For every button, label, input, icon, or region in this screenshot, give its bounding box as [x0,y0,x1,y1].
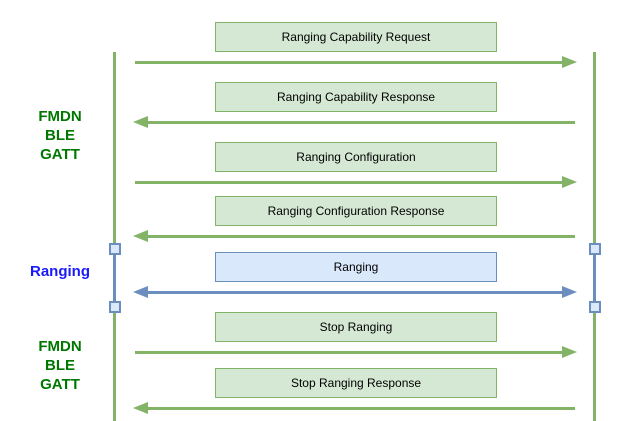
arrow-right-icon [133,56,577,68]
phase-label-line: FMDN [38,338,82,355]
arrowhead-left-icon [133,286,148,298]
arrow-left-icon [133,116,577,128]
arrowhead-left-icon [133,116,148,128]
ranging-start-marker-left [109,243,121,255]
arrowhead-left-icon [133,230,148,242]
arrow-left-icon [133,402,577,414]
phase-label-fmdn-ble-gatt-bottom: FMDN BLE GATT [5,337,115,394]
arrowhead-right-icon [562,176,577,188]
message-box-ranging-capability-response: Ranging Capability Response [215,82,497,112]
arrow-line [145,121,575,124]
left-lifeline-ranging-segment [113,249,116,307]
phase-label-line: BLE [45,127,75,144]
message-box-ranging-capability-request: Ranging Capability Request [215,22,497,52]
arrow-line [135,181,565,184]
message-box-stop-ranging-response: Stop Ranging Response [215,368,497,398]
phase-label-fmdn-ble-gatt-top: FMDN BLE GATT [5,107,115,164]
arrow-line [145,407,575,410]
arrow-line [145,235,575,238]
arrow-bidirectional-icon [133,286,577,298]
arrow-line [135,61,565,64]
message-box-ranging-configuration-response: Ranging Configuration Response [215,196,497,226]
right-lifeline-ranging-segment [593,249,596,307]
ranging-end-marker-right [589,301,601,313]
phase-label-ranging: Ranging [5,262,115,281]
phase-label-line: BLE [45,357,75,374]
message-box-ranging: Ranging [215,252,497,282]
phase-label-line: FMDN [38,108,82,125]
arrow-right-icon [133,346,577,358]
phase-label-line: GATT [40,146,80,163]
ranging-end-marker-left [109,301,121,313]
arrowhead-left-icon [133,402,148,414]
arrowhead-right-icon [562,346,577,358]
phase-label-line: Ranging [30,263,90,280]
message-box-stop-ranging: Stop Ranging [215,312,497,342]
arrowhead-right-icon [562,286,577,298]
arrow-line [135,351,565,354]
left-lifeline [113,52,116,421]
right-lifeline [593,52,596,421]
arrow-right-icon [133,176,577,188]
phase-label-line: GATT [40,376,80,393]
arrow-left-icon [133,230,577,242]
message-box-ranging-configuration: Ranging Configuration [215,142,497,172]
arrow-line [145,291,565,294]
arrowhead-right-icon [562,56,577,68]
ranging-start-marker-right [589,243,601,255]
